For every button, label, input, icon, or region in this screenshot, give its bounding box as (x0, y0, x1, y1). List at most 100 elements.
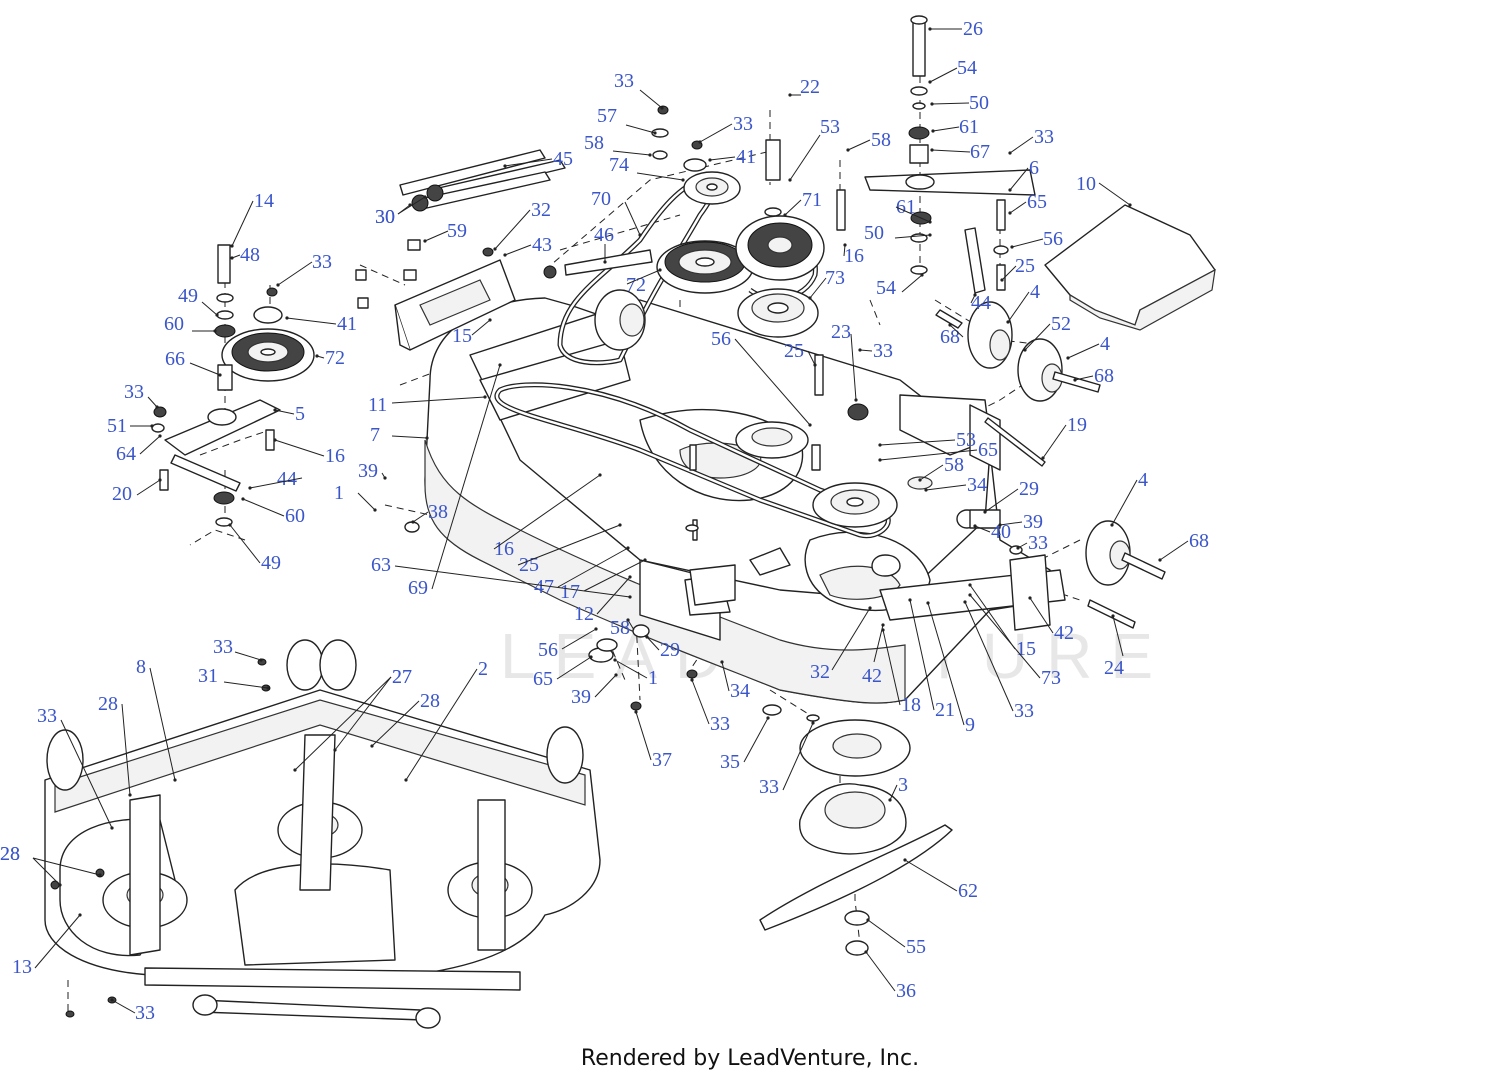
callout-32: 32 (810, 661, 830, 683)
callout-33: 33 (124, 381, 144, 403)
callout-62-leader (904, 859, 958, 892)
callout-62: 62 (958, 880, 978, 902)
callout-12: 12 (574, 603, 594, 625)
callout-33-arrowhead (690, 678, 694, 682)
callout-12-leader (596, 576, 631, 615)
callout-4: 4 (1138, 469, 1148, 491)
callout-25-leader (1001, 265, 1017, 281)
callout-58-arrowhead (626, 618, 630, 622)
callout-23-leader (850, 333, 857, 401)
callout-21-leader (909, 599, 935, 711)
callout-50-arrowhead (928, 233, 932, 237)
callout-74-arrowhead (681, 178, 685, 182)
callout-8-leader (149, 667, 176, 781)
callout-68-arrowhead (1073, 378, 1077, 382)
callout-33-arrowhead (811, 721, 815, 725)
callout-47-arrowhead (626, 546, 630, 550)
callout-64: 64 (116, 443, 136, 465)
callout-54-arrowhead (928, 80, 932, 84)
callout-29: 29 (660, 639, 680, 661)
callout-33: 33 (1014, 700, 1034, 722)
callout-61-arrowhead (931, 129, 935, 133)
callout-29: 29 (1019, 478, 1039, 500)
callout-68-leader (1159, 540, 1189, 561)
callout-38-arrowhead (411, 520, 415, 524)
callout-41: 41 (337, 313, 357, 335)
callout-71-leader (784, 199, 802, 216)
callout-58: 58 (584, 132, 604, 154)
callout-41-leader (709, 156, 736, 161)
callout-39: 39 (358, 460, 378, 482)
callout-14: 14 (254, 190, 274, 212)
callout-16-arrowhead (843, 243, 847, 247)
callout-53-arrowhead (878, 443, 882, 447)
callout-8-arrowhead (173, 778, 177, 782)
callout-5: 5 (295, 403, 305, 425)
callout-65-leader (879, 449, 978, 461)
callout-56: 56 (711, 328, 731, 350)
callout-32-arrowhead (493, 247, 497, 251)
callout-61: 61 (896, 196, 916, 218)
callout-46: 46 (594, 224, 614, 246)
callout-58-leader (847, 139, 871, 151)
callout-53-leader (789, 134, 821, 181)
callout-34-leader (721, 661, 730, 692)
callout-28: 28 (0, 843, 20, 865)
callout-33-arrowhead (660, 106, 664, 110)
callout-68: 68 (1094, 365, 1114, 387)
callout-33-leader (699, 123, 733, 143)
callout-70: 70 (591, 188, 611, 210)
callout-33-leader (859, 349, 873, 352)
callout-33-arrowhead (110, 998, 114, 1002)
callout-56-leader (734, 338, 811, 426)
callout-33-leader (691, 679, 710, 725)
callout-13: 13 (12, 956, 32, 978)
callout-58: 58 (944, 454, 964, 476)
callout-65-arrowhead (1008, 211, 1012, 215)
callout-56-arrowhead (1010, 245, 1014, 249)
callout-31-arrowhead (266, 686, 270, 690)
callout-70-leader (624, 201, 641, 236)
callout-32-leader (831, 607, 871, 671)
callout-25: 25 (519, 554, 539, 576)
callout-60-leader (242, 498, 285, 517)
callout-44-arrowhead (973, 293, 977, 297)
callout-1-arrowhead (373, 508, 377, 512)
callout-65-leader (1009, 201, 1027, 214)
callout-39-leader (999, 521, 1023, 526)
callout-49-leader (229, 524, 261, 564)
callout-28-arrowhead (370, 744, 374, 748)
callout-39-arrowhead (383, 476, 387, 480)
callout-11-arrowhead (483, 395, 487, 399)
callout-33-arrowhead (1016, 546, 1020, 550)
callout-40-arrowhead (973, 524, 977, 528)
render-credit: Rendered by LeadVenture, Inc. (580, 1046, 920, 1071)
callout-36-arrowhead (864, 950, 868, 954)
callout-8: 8 (136, 656, 146, 678)
callout-51: 51 (107, 415, 127, 437)
callout-22: 22 (800, 76, 820, 98)
callout-22-arrowhead (788, 93, 792, 97)
callout-53: 53 (956, 429, 976, 451)
callout-39-arrowhead (998, 523, 1002, 527)
callout-45-arrowhead (503, 164, 507, 168)
callout-68: 68 (1189, 530, 1209, 552)
callout-6: 6 (1029, 157, 1039, 179)
callout-33-arrowhead (858, 348, 862, 352)
callout-33-arrowhead (698, 140, 702, 144)
callout-15: 15 (1016, 638, 1036, 660)
callout-44: 44 (277, 468, 297, 490)
callout-1-leader (357, 492, 376, 511)
callout-30-arrowhead (423, 195, 427, 199)
callout-54-leader (929, 67, 958, 83)
callout-5-arrowhead (273, 408, 277, 412)
callout-64-arrowhead (158, 434, 162, 438)
callout-28-arrowhead (128, 793, 132, 797)
callout-70-arrowhead (638, 233, 642, 237)
callout-56: 56 (1043, 228, 1063, 250)
callout-33: 33 (135, 1002, 155, 1024)
callout-18-arrowhead (881, 628, 885, 632)
callout-30-leader (397, 204, 411, 215)
callout-27-arrowhead (333, 748, 337, 752)
callout-30-arrowhead (408, 203, 412, 207)
